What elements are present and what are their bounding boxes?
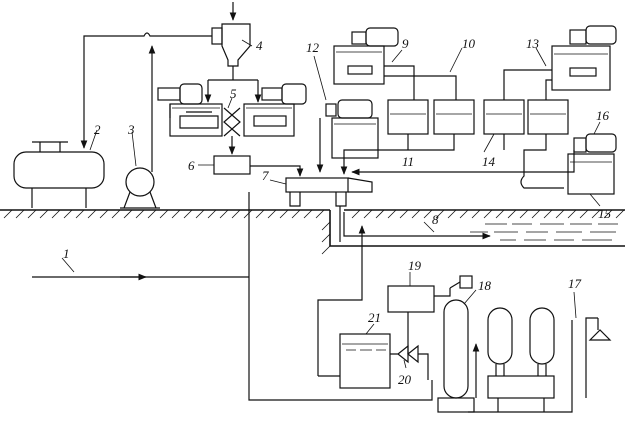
- solution-collector: [344, 134, 455, 174]
- label-15: 15: [598, 206, 612, 221]
- label-12: 12: [306, 40, 320, 55]
- label-1: 1: [63, 246, 70, 261]
- reagent-tank-15: [567, 133, 617, 195]
- label-7: 7: [262, 168, 269, 183]
- return-line: [317, 225, 366, 376]
- label-6: 6: [188, 158, 195, 173]
- label-11: 11: [402, 154, 414, 169]
- label-4: 4: [256, 38, 263, 53]
- label-17: 17: [568, 276, 582, 291]
- label-9: 9: [402, 36, 409, 51]
- ground-line: [0, 209, 625, 219]
- filter-columns: [437, 299, 573, 413]
- hopper: [211, 2, 251, 80]
- reagent-line-15: [351, 150, 575, 176]
- dosing-unit: [213, 155, 251, 175]
- pump: [120, 167, 160, 209]
- label-21: 21: [368, 310, 381, 325]
- controller: [387, 275, 473, 313]
- label-10: 10: [462, 36, 476, 51]
- storage-tank: [13, 141, 105, 208]
- solution-tanks-14: [483, 99, 569, 135]
- outlet-channel: [321, 210, 625, 255]
- reagent-tank-11: [325, 99, 379, 159]
- label-5: 5: [230, 86, 237, 101]
- mixers-cross: [223, 107, 241, 137]
- label-16: 16: [596, 108, 610, 123]
- label-3: 3: [127, 122, 135, 137]
- sludge-tank: [339, 333, 391, 389]
- label-20: 20: [398, 372, 412, 387]
- feed-line-to-tank: [80, 32, 212, 149]
- label-2: 2: [94, 122, 101, 137]
- reagent-tank-9: [333, 27, 399, 85]
- label-8: 8: [432, 212, 439, 227]
- treated-water-outlet: [585, 317, 612, 398]
- control-valve: [390, 312, 429, 380]
- label-14: 14: [482, 154, 496, 169]
- sludge-line: [248, 192, 433, 401]
- mixing-chamber: [285, 177, 373, 207]
- label-13: 13: [526, 36, 540, 51]
- reagent-tank-13: [551, 25, 617, 91]
- label-18: 18: [478, 278, 492, 293]
- mixer-right: [243, 83, 307, 137]
- label-19: 19: [408, 258, 422, 273]
- mixer-left: [157, 83, 223, 137]
- solution-tanks-10: [387, 99, 475, 135]
